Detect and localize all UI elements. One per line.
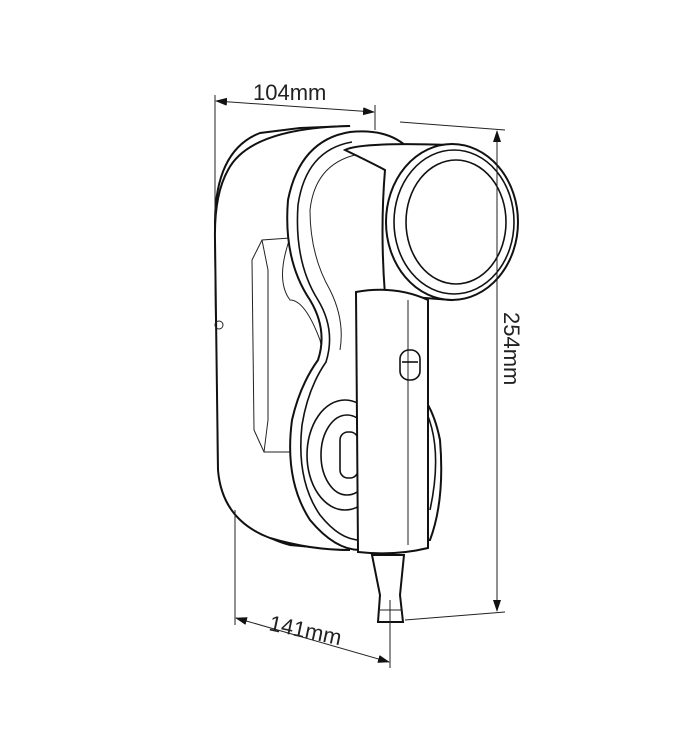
height-label: 254mm xyxy=(499,312,524,385)
housing-inner-edge xyxy=(296,141,361,541)
nozzle-outer xyxy=(385,143,519,301)
depth-label: 104mm xyxy=(253,80,326,105)
width-label: 141mm xyxy=(267,610,344,650)
power-switch-icon xyxy=(399,349,421,381)
recess-edge xyxy=(261,239,269,453)
nozzle-rim xyxy=(393,149,515,295)
cord-plug xyxy=(370,554,406,623)
mount-hole xyxy=(214,320,224,330)
handle xyxy=(354,288,429,555)
housing-groove xyxy=(309,154,356,351)
nozzle-opening xyxy=(405,159,507,285)
dimension-depth: 104mm xyxy=(214,80,376,220)
dimension-height: 254mm xyxy=(399,121,524,621)
